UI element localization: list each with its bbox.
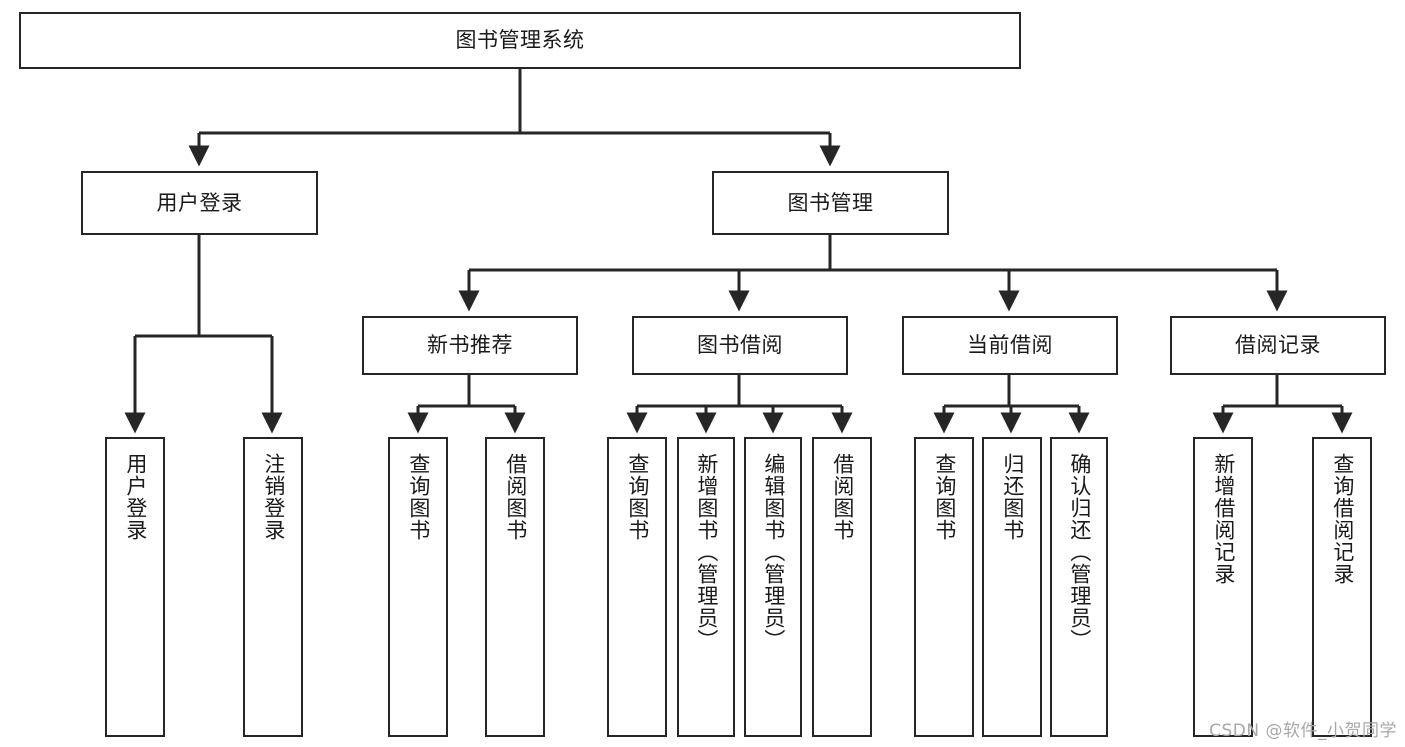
- node-leaf-book-borrow-1-label: 查询图书: [625, 453, 650, 541]
- node-root-label: 图书管理系统: [455, 28, 585, 53]
- node-leaf-borrow-record-1-label: 新增借阅记录: [1211, 453, 1236, 585]
- node-leaf-current-borrow-1[interactable]: 查询图书: [914, 437, 974, 737]
- node-leaf-current-borrow-3-label: 确认归还（管理员）: [1067, 453, 1092, 651]
- node-leaf-book-borrow-4[interactable]: 借阅图书: [812, 437, 872, 737]
- node-user-login[interactable]: 用户登录: [81, 171, 318, 235]
- node-new-book-rec-label: 新书推荐: [427, 333, 513, 358]
- node-leaf-user-login-1-label: 用户登录: [123, 453, 148, 541]
- node-leaf-current-borrow-2-label: 归还图书: [1000, 453, 1025, 541]
- node-leaf-new-book-rec-2-label: 借阅图书: [503, 453, 528, 541]
- node-leaf-book-borrow-1[interactable]: 查询图书: [607, 437, 667, 737]
- node-leaf-user-login-2-label: 注销登录: [261, 453, 286, 541]
- node-root[interactable]: 图书管理系统: [19, 12, 1021, 69]
- node-book-borrow-label: 图书借阅: [697, 333, 783, 358]
- node-book-borrow[interactable]: 图书借阅: [632, 316, 848, 375]
- node-current-borrow[interactable]: 当前借阅: [902, 316, 1118, 375]
- node-leaf-borrow-record-1[interactable]: 新增借阅记录: [1193, 437, 1253, 737]
- node-leaf-new-book-rec-1[interactable]: 查询图书: [388, 437, 448, 737]
- node-leaf-book-borrow-2-label: 新增图书（管理员）: [694, 453, 719, 651]
- node-leaf-current-borrow-1-label: 查询图书: [932, 453, 957, 541]
- node-current-borrow-label: 当前借阅: [967, 333, 1053, 358]
- node-leaf-current-borrow-2[interactable]: 归还图书: [982, 437, 1042, 737]
- node-leaf-current-borrow-3[interactable]: 确认归还（管理员）: [1050, 437, 1108, 737]
- node-leaf-borrow-record-2-label: 查询借阅记录: [1330, 453, 1355, 585]
- node-leaf-book-borrow-3[interactable]: 编辑图书（管理员）: [744, 437, 802, 737]
- node-leaf-book-borrow-4-label: 借阅图书: [830, 453, 855, 541]
- node-book-manage-label: 图书管理: [787, 190, 874, 215]
- node-leaf-new-book-rec-1-label: 查询图书: [406, 453, 431, 541]
- node-borrow-record[interactable]: 借阅记录: [1170, 316, 1386, 375]
- node-leaf-user-login-2[interactable]: 注销登录: [243, 437, 303, 737]
- node-book-manage[interactable]: 图书管理: [712, 171, 949, 235]
- node-leaf-book-borrow-2[interactable]: 新增图书（管理员）: [677, 437, 735, 737]
- node-user-login-label: 用户登录: [156, 190, 243, 215]
- node-leaf-book-borrow-3-label: 编辑图书（管理员）: [761, 453, 786, 651]
- node-leaf-borrow-record-2[interactable]: 查询借阅记录: [1312, 437, 1372, 737]
- node-leaf-user-login-1[interactable]: 用户登录: [105, 437, 165, 737]
- node-leaf-new-book-rec-2[interactable]: 借阅图书: [485, 437, 545, 737]
- node-new-book-rec[interactable]: 新书推荐: [362, 316, 578, 375]
- node-borrow-record-label: 借阅记录: [1235, 333, 1321, 358]
